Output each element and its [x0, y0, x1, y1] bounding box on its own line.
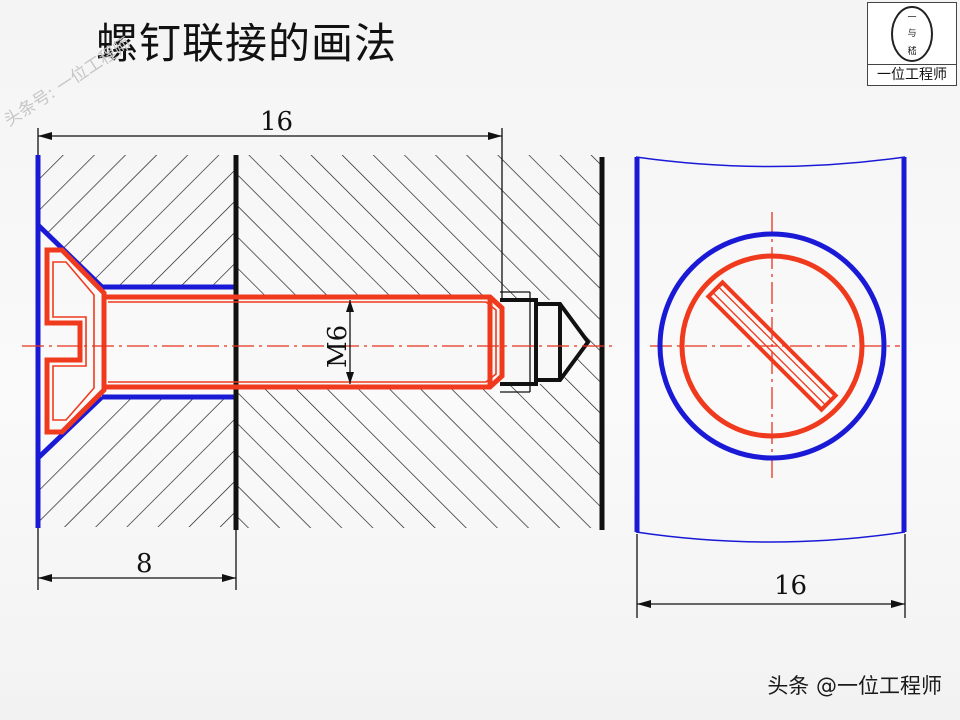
- thread-size-dimension: M6: [323, 300, 354, 384]
- page-title: 螺钉联接的画法: [96, 19, 398, 68]
- watermark-bottom: 头条 @一位工程师: [767, 674, 942, 698]
- top-plate-section: [40, 155, 238, 527]
- top-length-dimension: [37, 128, 503, 300]
- logo: 一 与 嵇 一位工程师: [867, 2, 957, 86]
- logo-caption: 一位工程师: [868, 64, 956, 85]
- end-view-width-label: 16: [774, 571, 807, 601]
- plate-outlines: [35, 155, 238, 528]
- screw-slot: [705, 279, 839, 413]
- end-view: [634, 156, 907, 543]
- left-thickness-dimension: [37, 528, 237, 590]
- thread-size-label: M6: [323, 325, 353, 368]
- base-part-section: [238, 155, 602, 528]
- joint-lines: [233, 155, 605, 530]
- logo-seal-icon: 一 与 嵇: [891, 6, 933, 62]
- logo-seal-line-1: 一: [907, 13, 916, 23]
- logo-seal-line-2: 与: [907, 28, 916, 39]
- left-thickness-label: 8: [136, 549, 153, 579]
- threaded-hole: [500, 291, 591, 393]
- logo-seal-line-3: 嵇: [907, 45, 916, 57]
- countersunk-screw: [44, 247, 505, 435]
- top-length-label: 16: [260, 107, 293, 137]
- end-view-width-dimension: [636, 534, 906, 618]
